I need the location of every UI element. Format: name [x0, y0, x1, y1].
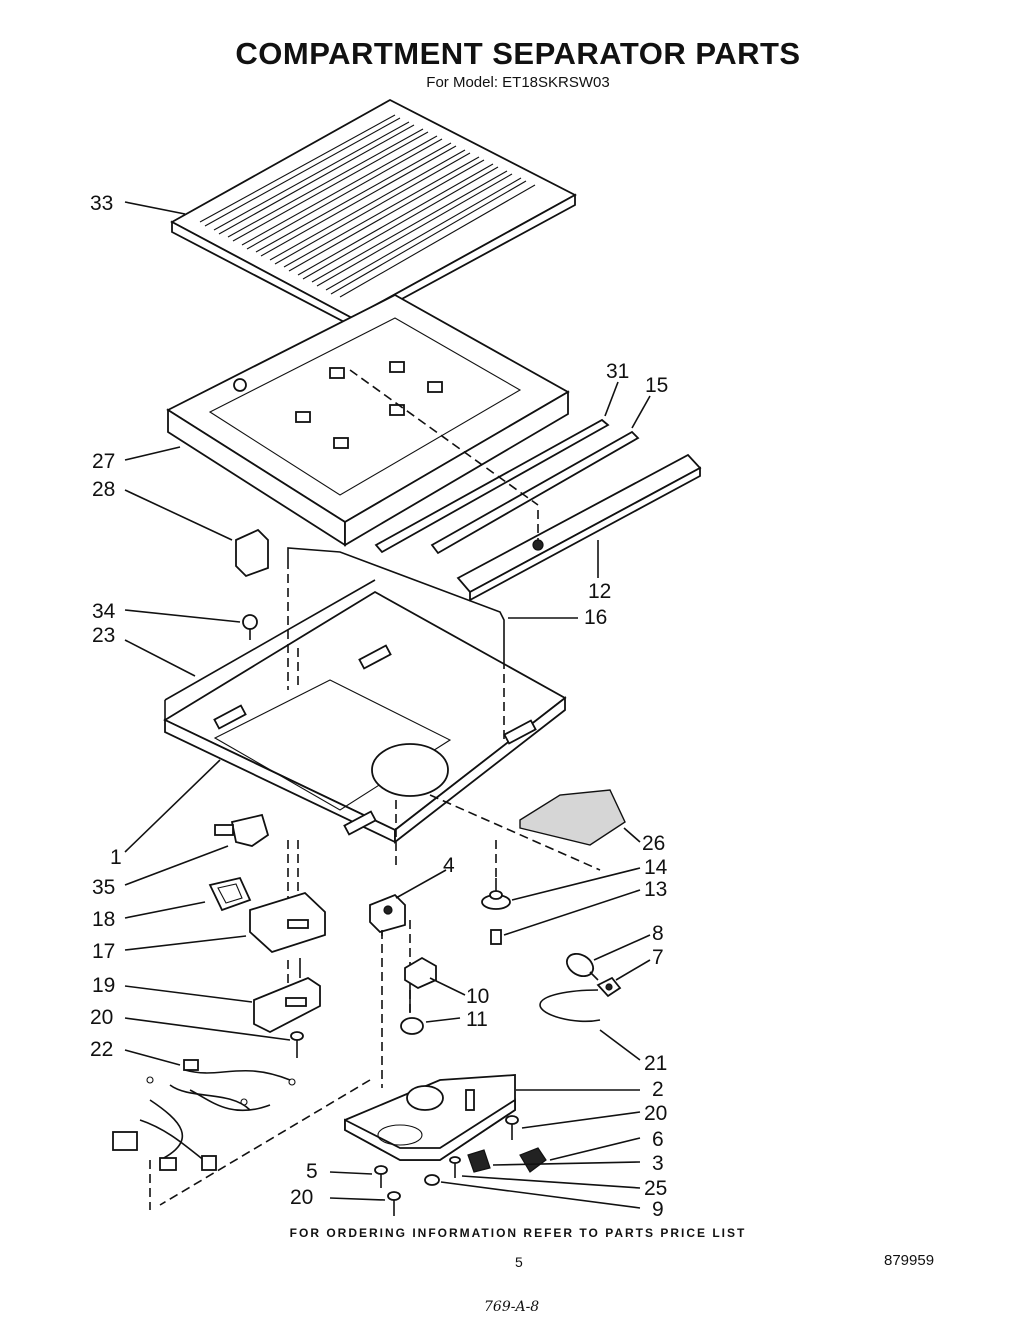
part-21-wire: [539, 989, 601, 1023]
callout-21: 21: [644, 1052, 667, 1075]
part-6-connector: [519, 1147, 547, 1173]
part-26-cover: [519, 789, 626, 846]
callout-14: 14: [644, 856, 668, 879]
part-15-strip: [430, 430, 640, 555]
part-7-socket: [596, 976, 622, 998]
callout-3: 3: [652, 1152, 664, 1175]
model-subtitle: For Model: ET18SKRSW03: [426, 74, 610, 91]
part-31-strip: [374, 418, 610, 554]
part-23-base-pan: [163, 579, 567, 844]
part-4-mount: [369, 893, 406, 936]
callout-2: 2: [652, 1078, 664, 1101]
part-10-switch: [404, 956, 437, 1012]
callout-labels: 33 27 28 31 15 12 16 34 23 1 35 18 17 19…: [90, 192, 668, 1221]
part-22-wiring-harness: [112, 1059, 296, 1171]
part-18-gasket: [208, 876, 252, 912]
part-19-control-bracket: [253, 958, 321, 1034]
document-number: 879959: [884, 1252, 935, 1269]
callout-20-right: 20: [644, 1102, 667, 1125]
callout-10: 10: [466, 985, 489, 1008]
callout-34: 34: [92, 600, 116, 623]
part-25-screw: [449, 1156, 461, 1178]
part-27-separator-frame: [166, 293, 570, 547]
callout-11: 11: [466, 1008, 488, 1031]
callout-35: 35: [92, 876, 115, 899]
callout-23: 23: [92, 624, 115, 647]
part-20-screw-right: [505, 1115, 519, 1140]
part-16-wire-rod: [287, 547, 505, 660]
part-34-screw: [242, 614, 258, 640]
callout-33: 33: [90, 192, 113, 215]
part-8-light-bulb: [565, 952, 599, 981]
leader-lines: [124, 201, 651, 1209]
page-number: 5: [515, 1254, 523, 1270]
part-17-housing: [249, 891, 326, 954]
callout-17: 17: [92, 940, 115, 963]
callout-1: 1: [110, 846, 122, 869]
callout-22: 22: [90, 1038, 113, 1061]
callout-6: 6: [652, 1128, 664, 1151]
callout-13: 13: [644, 878, 667, 901]
part-20-screw-left: [290, 1031, 304, 1058]
callout-26: 26: [642, 832, 665, 855]
part-20-screw-bottom: [387, 1191, 401, 1216]
page-title: COMPARTMENT SEPARATOR PARTS: [235, 36, 801, 71]
part-9-plug: [424, 1174, 440, 1186]
callout-9: 9: [652, 1198, 664, 1221]
part-11-washer: [400, 1017, 424, 1035]
callout-16: 16: [584, 606, 607, 629]
callout-15: 15: [645, 374, 668, 397]
handwritten-code: 769-A-8: [484, 1299, 540, 1315]
callout-19: 19: [92, 974, 115, 997]
callout-12: 12: [588, 580, 611, 603]
part-2-bottom-housing: [344, 1074, 516, 1161]
part-28-block: [235, 528, 269, 578]
part-35-clip: [214, 813, 270, 847]
part-12-channel-tray: [456, 453, 702, 602]
callout-20-left: 20: [90, 1006, 113, 1029]
callout-20-bottom: 20: [290, 1186, 313, 1209]
callout-8: 8: [652, 922, 664, 945]
part-3-switch-body: [467, 1149, 491, 1173]
part-14-grommet: [481, 878, 511, 910]
callout-4: 4: [443, 854, 455, 877]
callout-31: 31: [606, 360, 629, 383]
callout-5: 5: [306, 1160, 318, 1183]
callout-25: 25: [644, 1177, 667, 1200]
part-13-bushing: [490, 929, 502, 945]
part-5-screw: [374, 1165, 388, 1188]
callout-27: 27: [92, 450, 115, 473]
callout-28: 28: [92, 478, 115, 501]
part-33-cover-grille: [170, 98, 577, 328]
callout-7: 7: [652, 946, 664, 969]
callout-18: 18: [92, 908, 115, 931]
ordering-note: FOR ORDERING INFORMATION REFER TO PARTS …: [289, 1226, 747, 1240]
